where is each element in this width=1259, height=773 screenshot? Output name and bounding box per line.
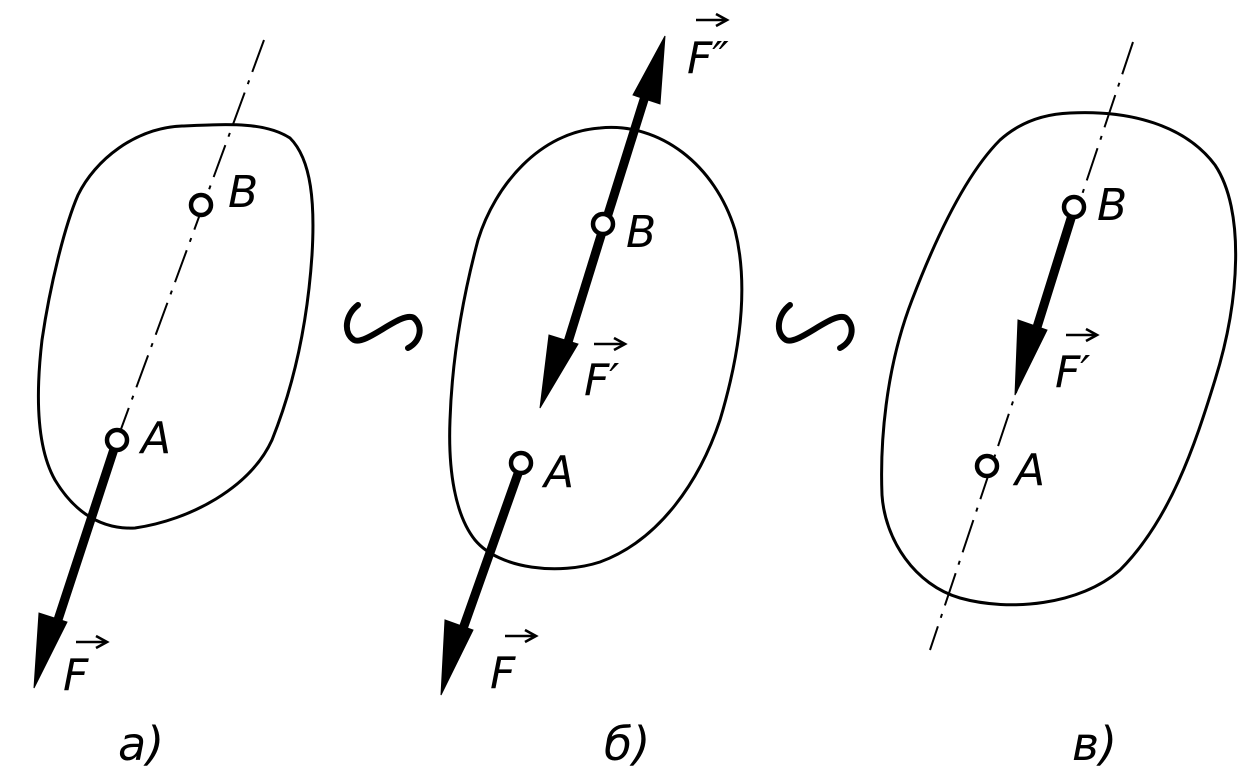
point-a-label: A	[541, 447, 574, 498]
panel-a-caption: a)	[118, 717, 164, 771]
point-a	[508, 450, 534, 476]
force-arrow-shaft	[48, 444, 120, 637]
force-label-f: F	[490, 648, 516, 699]
panel-c-caption: в)	[1072, 717, 1117, 771]
force-label-f-prime: F′	[584, 355, 619, 406]
point-a	[104, 427, 130, 453]
point-a-label: A	[138, 413, 171, 464]
rigid-body-outline	[36, 123, 315, 530]
equivalence-sign	[776, 302, 855, 351]
force-arrow-head	[632, 35, 666, 105]
panel-c: B A F′ в)	[880, 41, 1238, 771]
panel-b: B A F″ F′ F б)	[440, 12, 744, 771]
point-b	[590, 211, 616, 237]
force-arrow-shaft	[600, 88, 652, 226]
point-b	[1061, 194, 1087, 220]
rigid-body-outline	[880, 111, 1238, 607]
vector-arrow-mark	[74, 634, 109, 650]
vector-arrow-mark	[503, 628, 538, 644]
force-arrow-head	[539, 334, 579, 409]
force-label-f-double-prime: F″	[687, 33, 729, 84]
force-label-f-prime: F′	[1055, 347, 1090, 398]
force-label-f: F	[63, 650, 89, 701]
force-arrow-shaft	[559, 227, 608, 357]
point-b-label: B	[626, 207, 656, 258]
point-b-label: B	[228, 167, 258, 218]
force-arrow-head	[33, 612, 68, 689]
force-arrow-head	[440, 619, 474, 696]
panel-b-caption: б)	[604, 717, 650, 771]
force-arrow-shaft	[454, 466, 525, 642]
point-a-label: A	[1012, 445, 1045, 496]
equivalence-sign	[344, 302, 423, 351]
panel-a: B A F a)	[33, 39, 315, 771]
point-a	[974, 453, 1000, 479]
force-arrow-head	[1014, 319, 1048, 396]
vector-arrow-mark	[1064, 327, 1099, 343]
point-b	[188, 192, 214, 218]
line-of-action	[116, 39, 265, 441]
vector-arrow-mark	[694, 12, 729, 28]
force-arrow-shaft	[1028, 210, 1078, 342]
line-of-action	[929, 41, 1134, 651]
rigid-body-outline	[448, 125, 744, 571]
vector-arrow-mark	[592, 336, 627, 352]
point-b-label: B	[1097, 180, 1127, 231]
